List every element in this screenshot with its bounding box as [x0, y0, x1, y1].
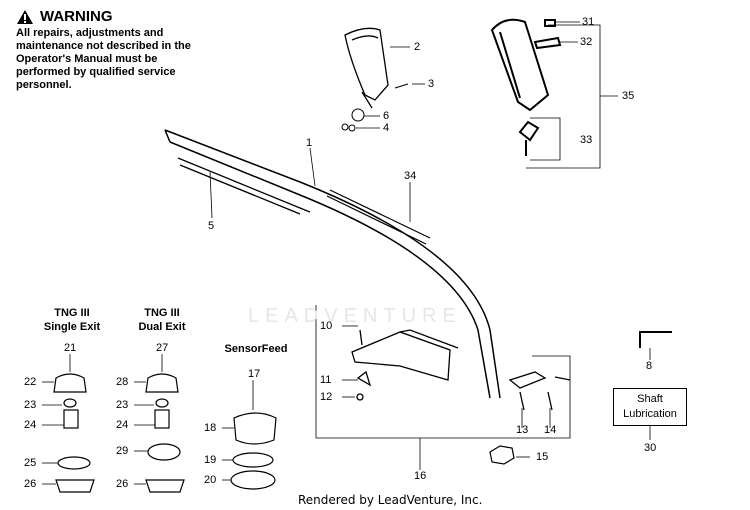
footer-credit: Rendered by LeadVenture, Inc. — [298, 493, 483, 507]
callout-label: 24 — [116, 419, 129, 431]
callout-label: 26 — [24, 478, 37, 490]
callout-label: 33 — [580, 134, 593, 146]
callout-label: 18 — [204, 422, 217, 434]
callout-label: 16 — [414, 470, 427, 482]
callout-label: 32 — [580, 36, 593, 48]
sensorfeed-header: SensorFeed — [224, 343, 288, 355]
shaft-lubrication-box: Shaft Lubrication — [613, 388, 687, 426]
hex-nut — [489, 445, 515, 465]
callout-label: 21 — [64, 342, 77, 354]
callout-label: 23 — [24, 399, 37, 411]
callout-label: 12 — [320, 391, 333, 403]
callout-label: 11 — [320, 374, 332, 386]
callout-label: 22 — [24, 376, 37, 388]
tng-single-exit-header: TNG III Single Exit — [43, 307, 101, 333]
callout-label: 14 — [544, 424, 557, 436]
drive-tube — [326, 189, 431, 245]
callout-label: 13 — [516, 424, 529, 436]
handle-bracket — [344, 27, 389, 109]
callout-label: 1 — [306, 137, 313, 149]
handle-hardware — [341, 83, 409, 132]
callout-label: 20 — [204, 474, 217, 486]
upper-handle — [490, 18, 562, 156]
callout-label: 5 — [208, 220, 215, 232]
sensorfeed-parts — [230, 412, 277, 490]
callout-label: 10 — [320, 320, 333, 332]
hex-key — [639, 331, 672, 348]
tng-dual-exit-header: TNG III Dual Exit — [138, 307, 186, 333]
callout-label: 4 — [383, 122, 390, 134]
callout-label: 28 — [116, 376, 129, 388]
callout-label: 34 — [404, 170, 417, 182]
tng-single-parts — [53, 373, 95, 493]
callout-label: 35 — [622, 90, 635, 102]
callout-label: 26 — [116, 478, 129, 490]
warning-title: WARNING — [40, 8, 113, 25]
warning-heading: WARNING — [16, 8, 206, 25]
warning-triangle-icon — [17, 9, 33, 24]
callout-label: 31 — [582, 16, 595, 28]
callout-label: 19 — [204, 454, 217, 466]
shaft-tube — [164, 129, 501, 399]
warning-block: WARNING All repairs, adjustments and mai… — [16, 8, 206, 92]
tng-dual-parts — [145, 373, 185, 493]
deflector-shield — [351, 329, 571, 411]
callout-label: 25 — [24, 457, 37, 469]
callout-label: 6 — [383, 110, 390, 122]
flex-shaft — [177, 157, 311, 215]
callout-label: 3 — [428, 78, 435, 90]
callout-label: 17 — [248, 368, 261, 380]
callout-label: 24 — [24, 419, 37, 431]
warning-text: All repairs, adjustments and maintenance… — [16, 27, 191, 91]
callout-label: 29 — [116, 445, 129, 457]
callout-label: 30 — [644, 442, 657, 454]
callout-label: 27 — [156, 342, 169, 354]
callout-label: 23 — [116, 399, 129, 411]
watermark: LEADVENTURE — [248, 305, 462, 327]
leader-lines — [42, 21, 651, 485]
callout-label: 2 — [414, 41, 421, 53]
callout-label: 8 — [646, 360, 653, 372]
callout-label: 15 — [536, 451, 549, 463]
